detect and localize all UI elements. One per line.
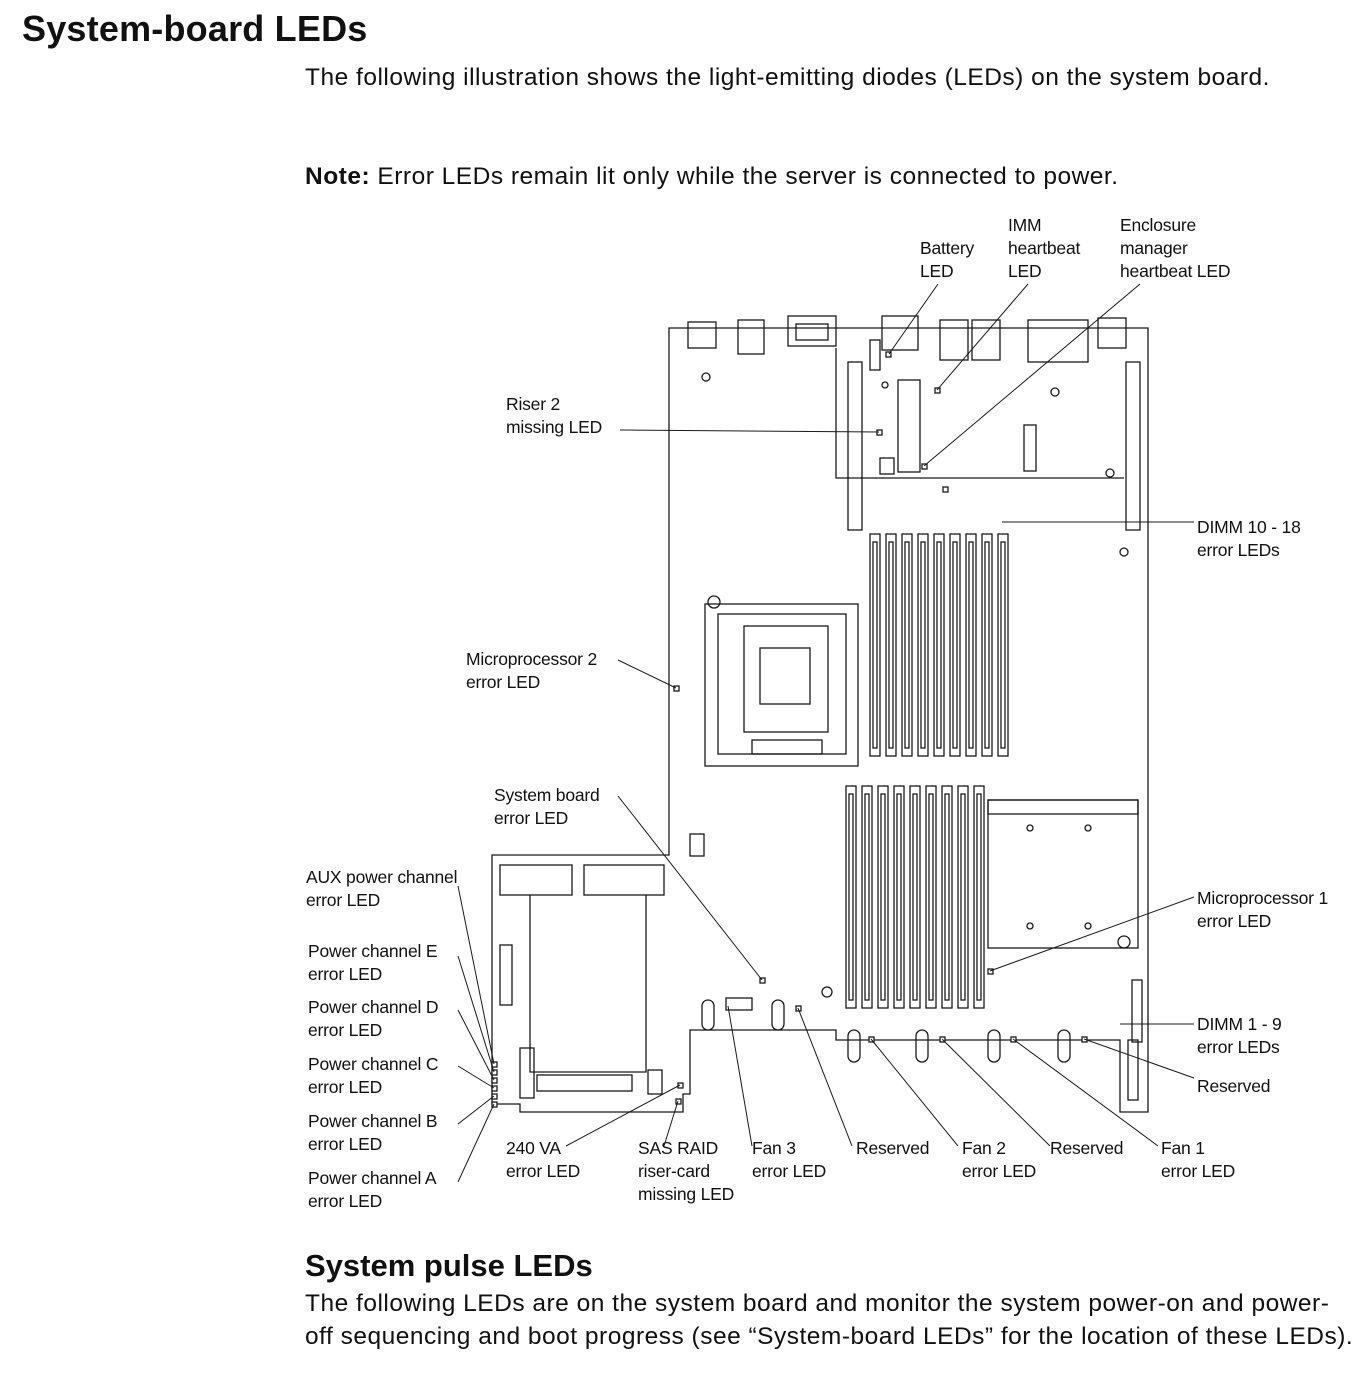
dimm-slot-upper-7: [965, 533, 977, 757]
label-system-board-error-led: System board error LED: [494, 785, 600, 828]
label-reserved-1: Reserved: [856, 1138, 930, 1158]
label-dimm10-18-leds: DIMM 10 - 18 error LEDs: [1197, 517, 1301, 560]
dimm-slot-lower-3: [877, 785, 889, 1009]
imm-heartbeat-led: [934, 387, 941, 394]
leader-lines: [457, 283, 1195, 1183]
note-paragraph: Note: Error LEDs remain lit only while t…: [305, 160, 1345, 193]
rear-serial-port: [787, 315, 837, 347]
riser-slot-2: [847, 361, 863, 531]
240va-error-led: [677, 1082, 684, 1089]
intro-paragraph: The following illustration shows the lig…: [305, 64, 1270, 91]
label-power-channel-a-led: Power channel A error LED: [308, 1168, 437, 1211]
dimm-slot-lower-8: [957, 785, 969, 1009]
fan-connector-3: [701, 999, 715, 1031]
micro2-error-led: [673, 685, 680, 692]
micro1-error-led: [987, 968, 994, 975]
rear-usb-3: [1097, 317, 1127, 349]
led-markers: [491, 351, 1088, 1108]
note-text: Error LEDs remain lit only while the ser…: [370, 163, 1119, 190]
label-reserved-right: Reserved: [1197, 1076, 1271, 1096]
label-imm-heartbeat-led: IMM heartbeat LED: [1008, 215, 1081, 281]
rear-ethernet-1: [939, 319, 969, 361]
dimm-slot-lower-6: [925, 785, 937, 1009]
dimm-slot-lower-4: [893, 785, 905, 1009]
microprocessor-1-heatsink: [987, 799, 1139, 949]
label-riser2-missing-led: Riser 2 missing LED: [506, 394, 603, 437]
dimm-slot-lower-1: [845, 785, 857, 1009]
dimm-slot-lower-2: [861, 785, 873, 1009]
sas-raid-led: [675, 1098, 682, 1105]
dimm-slot-upper-5: [933, 533, 945, 757]
dimm-slot-upper-1: [869, 533, 881, 757]
label-micro2-error-led: Microprocessor 2 error LED: [466, 649, 598, 692]
label-fan3-error-led: Fan 3 error LED: [752, 1138, 827, 1181]
rear-usb-1: [687, 321, 717, 349]
dimm-slot-upper-4: [917, 533, 929, 757]
note-label: Note:: [305, 163, 371, 190]
rear-usb-2: [737, 319, 765, 355]
system-board-error-led: [759, 977, 766, 984]
dimm-slot-upper-3: [901, 533, 913, 757]
rear-ethernet-2: [971, 319, 1001, 361]
fan-connector-2: [771, 999, 785, 1031]
label-battery-led: Battery LED: [920, 238, 975, 281]
label-power-channel-d-led: Power channel D error LED: [308, 997, 439, 1040]
section-title-system-pulse: System pulse LEDs: [305, 1248, 593, 1283]
dimm-slot-lower-7: [941, 785, 953, 1009]
rear-video-port: [881, 315, 919, 351]
label-power-channel-c-led: Power channel C error LED: [308, 1054, 439, 1097]
dimm-slot-lower-9: [973, 785, 985, 1009]
label-power-channel-e-led: Power channel E error LED: [308, 941, 438, 984]
power-supply-cage: [499, 864, 665, 1099]
enclosure-manager-led: [921, 463, 928, 470]
dimm-bank-lower: [845, 785, 985, 1009]
label-aux-power-led: AUX power channel error LED: [306, 867, 458, 910]
page-title: System-board LEDs: [22, 8, 368, 49]
label-fan2-error-led: Fan 2 error LED: [962, 1138, 1037, 1181]
dimm-slot-upper-6: [949, 533, 961, 757]
dimm-slot-upper-8: [981, 533, 993, 757]
dimm-slot-lower-5: [909, 785, 921, 1009]
microprocessor-2-socket: [704, 595, 859, 767]
dimm-bank-upper: [869, 533, 1009, 757]
label-240va-error-led: 240 VA error LED: [506, 1138, 581, 1181]
riser-slot-1: [1125, 361, 1141, 531]
dimm-slot-upper-2: [885, 533, 897, 757]
riser2-missing-led: [876, 429, 883, 436]
label-power-channel-b-led: Power channel B error LED: [308, 1111, 438, 1154]
label-sas-raid-led: SAS RAID riser-card missing LED: [638, 1138, 735, 1204]
fan-connector-1: [915, 1029, 929, 1063]
label-micro1-error-led: Microprocessor 1 error LED: [1197, 888, 1329, 931]
battery-led: [885, 351, 892, 358]
label-reserved-2: Reserved: [1050, 1138, 1124, 1158]
label-fan1-error-led: Fan 1 error LED: [1161, 1138, 1236, 1181]
rear-nic-block: [1027, 319, 1089, 363]
label-dimm1-9-leds: DIMM 1 - 9 error LEDs: [1197, 1014, 1282, 1057]
section-system-pulse-text: The following LEDs are on the system boa…: [305, 1290, 1354, 1350]
dimm-slot-upper-9: [997, 533, 1009, 757]
board-outline: [491, 327, 1149, 1113]
label-enclosure-manager-led: Enclosure manager heartbeat LED: [1120, 215, 1231, 281]
